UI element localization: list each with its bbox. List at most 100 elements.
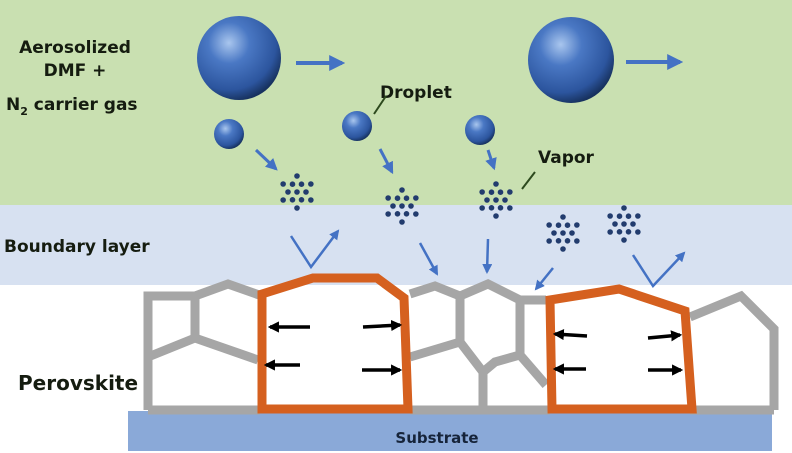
vapor-molecule [493,181,499,187]
carrier-gas-text: carrier gas [28,95,138,115]
vapor-cluster [607,205,641,243]
vapor-molecule [408,203,414,209]
vapor-leader-line [521,171,536,190]
vapor-molecule [399,219,405,225]
grain-boundary [146,333,260,365]
vapor-molecule [308,181,314,187]
vapor-molecule [607,213,613,219]
small-droplet [342,111,372,141]
vapor-molecule [635,229,641,235]
vapor-molecule [399,187,405,193]
vapor-molecule [488,204,495,211]
growth-arrow-right [362,319,403,332]
vapor-molecule [560,230,566,236]
vapor-molecule [298,181,305,188]
carrier-label-line3: N2 carrier gas [6,95,138,118]
vapor-molecule [574,222,580,228]
boundary-layer-region [0,205,792,285]
large-droplet [528,17,614,103]
vapor-molecule [616,228,623,235]
vapor-molecule [303,189,309,195]
vapor-molecule [621,221,627,227]
vapor-molecule [621,237,627,243]
deposition-arrow [418,242,439,276]
vapor-cluster [546,214,580,252]
vapor-cluster [280,173,314,211]
evaporation-arrow [378,148,394,175]
vapor-clusters [280,173,641,252]
vapor-molecule [289,196,296,203]
growth-arrow-left [552,328,588,341]
vapor-molecule [551,230,557,236]
reflect-arrow [631,251,686,289]
grain-boundary [688,290,779,410]
vapor-molecule [403,210,410,217]
vapor-molecule [399,203,405,209]
reflect-arrow [289,229,340,270]
vapor-molecule [488,189,495,196]
vapor-molecule [607,229,613,235]
vapor-molecule [497,204,504,211]
vapor-label: Vapor [538,148,595,168]
vapor-molecule [546,222,552,228]
vapor-molecule [560,246,566,252]
vapor-molecule [625,213,632,220]
droplet-label: Droplet [380,83,452,103]
grain-boundary [408,337,462,362]
vapor-molecule [493,213,499,219]
perovskite-grains [143,279,779,415]
vapor-molecule [394,210,401,217]
vapor-molecule [555,222,562,229]
vapor-molecule [403,195,410,202]
growing-grain [545,284,697,414]
deposition-arrow [482,238,493,274]
droplet-leader-line [373,95,387,115]
vapor-molecule [630,221,636,227]
vapor-molecule [493,197,499,203]
vapor-molecule [612,221,618,227]
vapor-molecule [294,189,300,195]
vapor-molecule [479,189,485,195]
vapor-molecule [385,195,391,201]
vapor-molecule [564,222,571,229]
substrate [128,411,772,451]
vapor-molecule [616,213,623,220]
vapor-molecule [546,238,552,244]
vapor-molecule [564,237,571,244]
nitrogen-subscript: 2 [20,105,28,118]
deposition-arrow [534,267,554,291]
carrier-label-line1: Aerosolized [19,38,131,58]
growth-arrow-right [647,330,683,342]
vapor-molecule [280,181,286,187]
vapor-molecule [621,205,627,211]
vapor-molecule [285,189,291,195]
evaporation-arrow [254,148,278,171]
vapor-molecule [394,195,401,202]
vapor-cluster [385,187,419,225]
vapor-molecule [308,197,314,203]
boundary-layer-label: Boundary layer [4,237,150,257]
vapor-molecule [574,238,580,244]
small-droplet [214,119,244,149]
carrier-gas-label: Aerosolized DMF + N2 carrier gas [6,38,138,118]
vapor-molecule [560,214,566,220]
vapor-molecule [497,189,504,196]
vapor-molecule [507,189,513,195]
vapor-molecule [413,211,419,217]
vapor-cluster [479,181,513,219]
vapor-molecule [413,195,419,201]
growing-grain [257,273,413,414]
vapor-molecule [390,203,396,209]
vapor-molecule [294,173,300,179]
perovskite-label: Perovskite [18,371,138,395]
vapor-molecule [555,237,562,244]
evaporation-arrow [485,149,497,171]
vapor-molecule [289,181,296,188]
vapor-molecule [298,196,305,203]
grain-growth-arrows [263,319,684,376]
nitrogen-symbol: N [6,95,20,115]
small-droplet [465,115,495,145]
vapor-molecule [635,213,641,219]
carrier-label-line2: DMF + [44,61,107,81]
